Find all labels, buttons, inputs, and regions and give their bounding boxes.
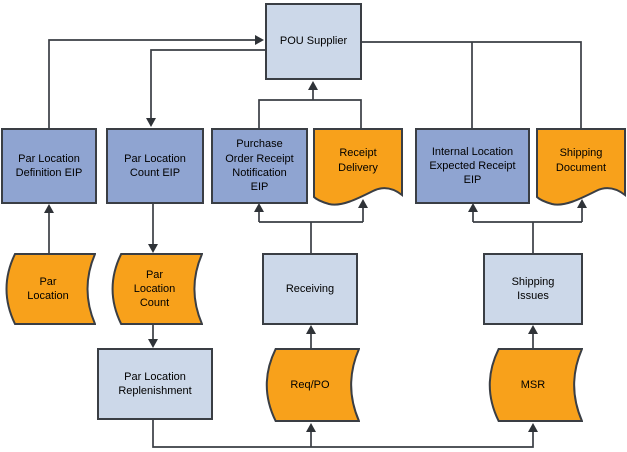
node-req-po: Req/PO xyxy=(260,348,360,422)
document-shape-icon xyxy=(313,128,403,207)
document-shape-icon xyxy=(536,128,626,207)
edge-replenishment-to-reqpo-msr xyxy=(152,420,534,448)
edge-shippingissues-to-iler-shipdoc xyxy=(472,208,583,253)
node-shipping-issues: Shipping Issues xyxy=(483,253,583,325)
stored-data-shape-icon xyxy=(106,253,203,325)
node-par-location-label: Par Location xyxy=(27,275,69,302)
arrowhead-into-parloccount-eip xyxy=(146,118,156,127)
arrowhead-into-pou-left xyxy=(255,35,264,45)
node-shipping-document-label: Shipping Document xyxy=(555,147,607,174)
edge-pou-to-parloccount-eip xyxy=(150,49,265,118)
node-internal-location-expected-receipt-eip-label: Internal Location Expected Receipt EIP xyxy=(429,145,516,187)
arrowhead-into-shippingissues xyxy=(528,325,538,334)
arrowhead-into-msr xyxy=(528,423,538,432)
node-par-location-definition-eip-label: Par Location Definition EIP xyxy=(15,152,83,179)
node-internal-location-expected-receipt-eip: Internal Location Expected Receipt EIP xyxy=(415,128,530,204)
node-msr: MSR xyxy=(483,348,583,422)
arrowhead-into-iler-eip xyxy=(468,203,478,212)
edge-parlocdef-to-pou xyxy=(48,39,255,128)
arrowhead-into-parlocdef-eip xyxy=(44,204,54,213)
node-receiving-label: Receiving xyxy=(285,282,335,295)
stored-data-shape-icon xyxy=(0,253,96,325)
node-shipping-issues-label: Shipping Issues xyxy=(511,275,555,302)
stored-data-shape-icon xyxy=(483,348,583,422)
node-shipping-document: Shipping Document xyxy=(536,128,626,207)
node-receiving: Receiving xyxy=(262,253,358,325)
node-req-po-label: Req/PO xyxy=(290,378,330,391)
arrowhead-into-receiving xyxy=(306,325,316,334)
node-par-location-replenishment-label: Par Location Replenishment xyxy=(118,370,192,397)
edge-receiving-to-poreceipt-receiptdelivery xyxy=(258,208,364,253)
arrowhead-into-replenishment xyxy=(148,339,158,348)
node-par-location-count: Par Location Count xyxy=(106,253,203,325)
arrowhead-into-parloccount xyxy=(148,244,158,253)
node-par-location-replenishment: Par Location Replenishment xyxy=(97,348,213,420)
node-par-location-definition-eip: Par Location Definition EIP xyxy=(1,128,97,204)
arrowhead-into-reqpo xyxy=(306,423,316,432)
edge-poreceipt-receiptdelivery-to-pou xyxy=(258,90,362,128)
node-receipt-delivery: Receipt Delivery xyxy=(313,128,403,207)
node-par-location-count-eip-label: Par Location Count EIP xyxy=(124,152,186,179)
arrowhead-into-receiptdelivery xyxy=(358,199,368,208)
arrowhead-into-shippingdocument xyxy=(577,199,587,208)
arrowhead-into-pou-bottom xyxy=(308,81,318,90)
node-par-location: Par Location xyxy=(0,253,96,325)
node-pou-supplier: POU Supplier xyxy=(265,3,362,80)
edge-pou-to-iler-and-shipdoc xyxy=(362,41,582,128)
node-par-location-count-label: Par Location Count xyxy=(133,268,176,310)
node-par-location-count-eip: Par Location Count EIP xyxy=(106,128,204,204)
node-pou-supplier-label: POU Supplier xyxy=(279,35,348,48)
stored-data-shape-icon xyxy=(260,348,360,422)
node-purchase-order-receipt-notification-eip: Purchase Order Receipt Notification EIP xyxy=(211,128,308,204)
node-msr-label: MSR xyxy=(520,378,546,391)
arrowhead-into-poreceipt-eip xyxy=(254,203,264,212)
node-purchase-order-receipt-notification-eip-label: Purchase Order Receipt Notification EIP xyxy=(225,138,294,194)
node-receipt-delivery-label: Receipt Delivery xyxy=(338,147,378,174)
